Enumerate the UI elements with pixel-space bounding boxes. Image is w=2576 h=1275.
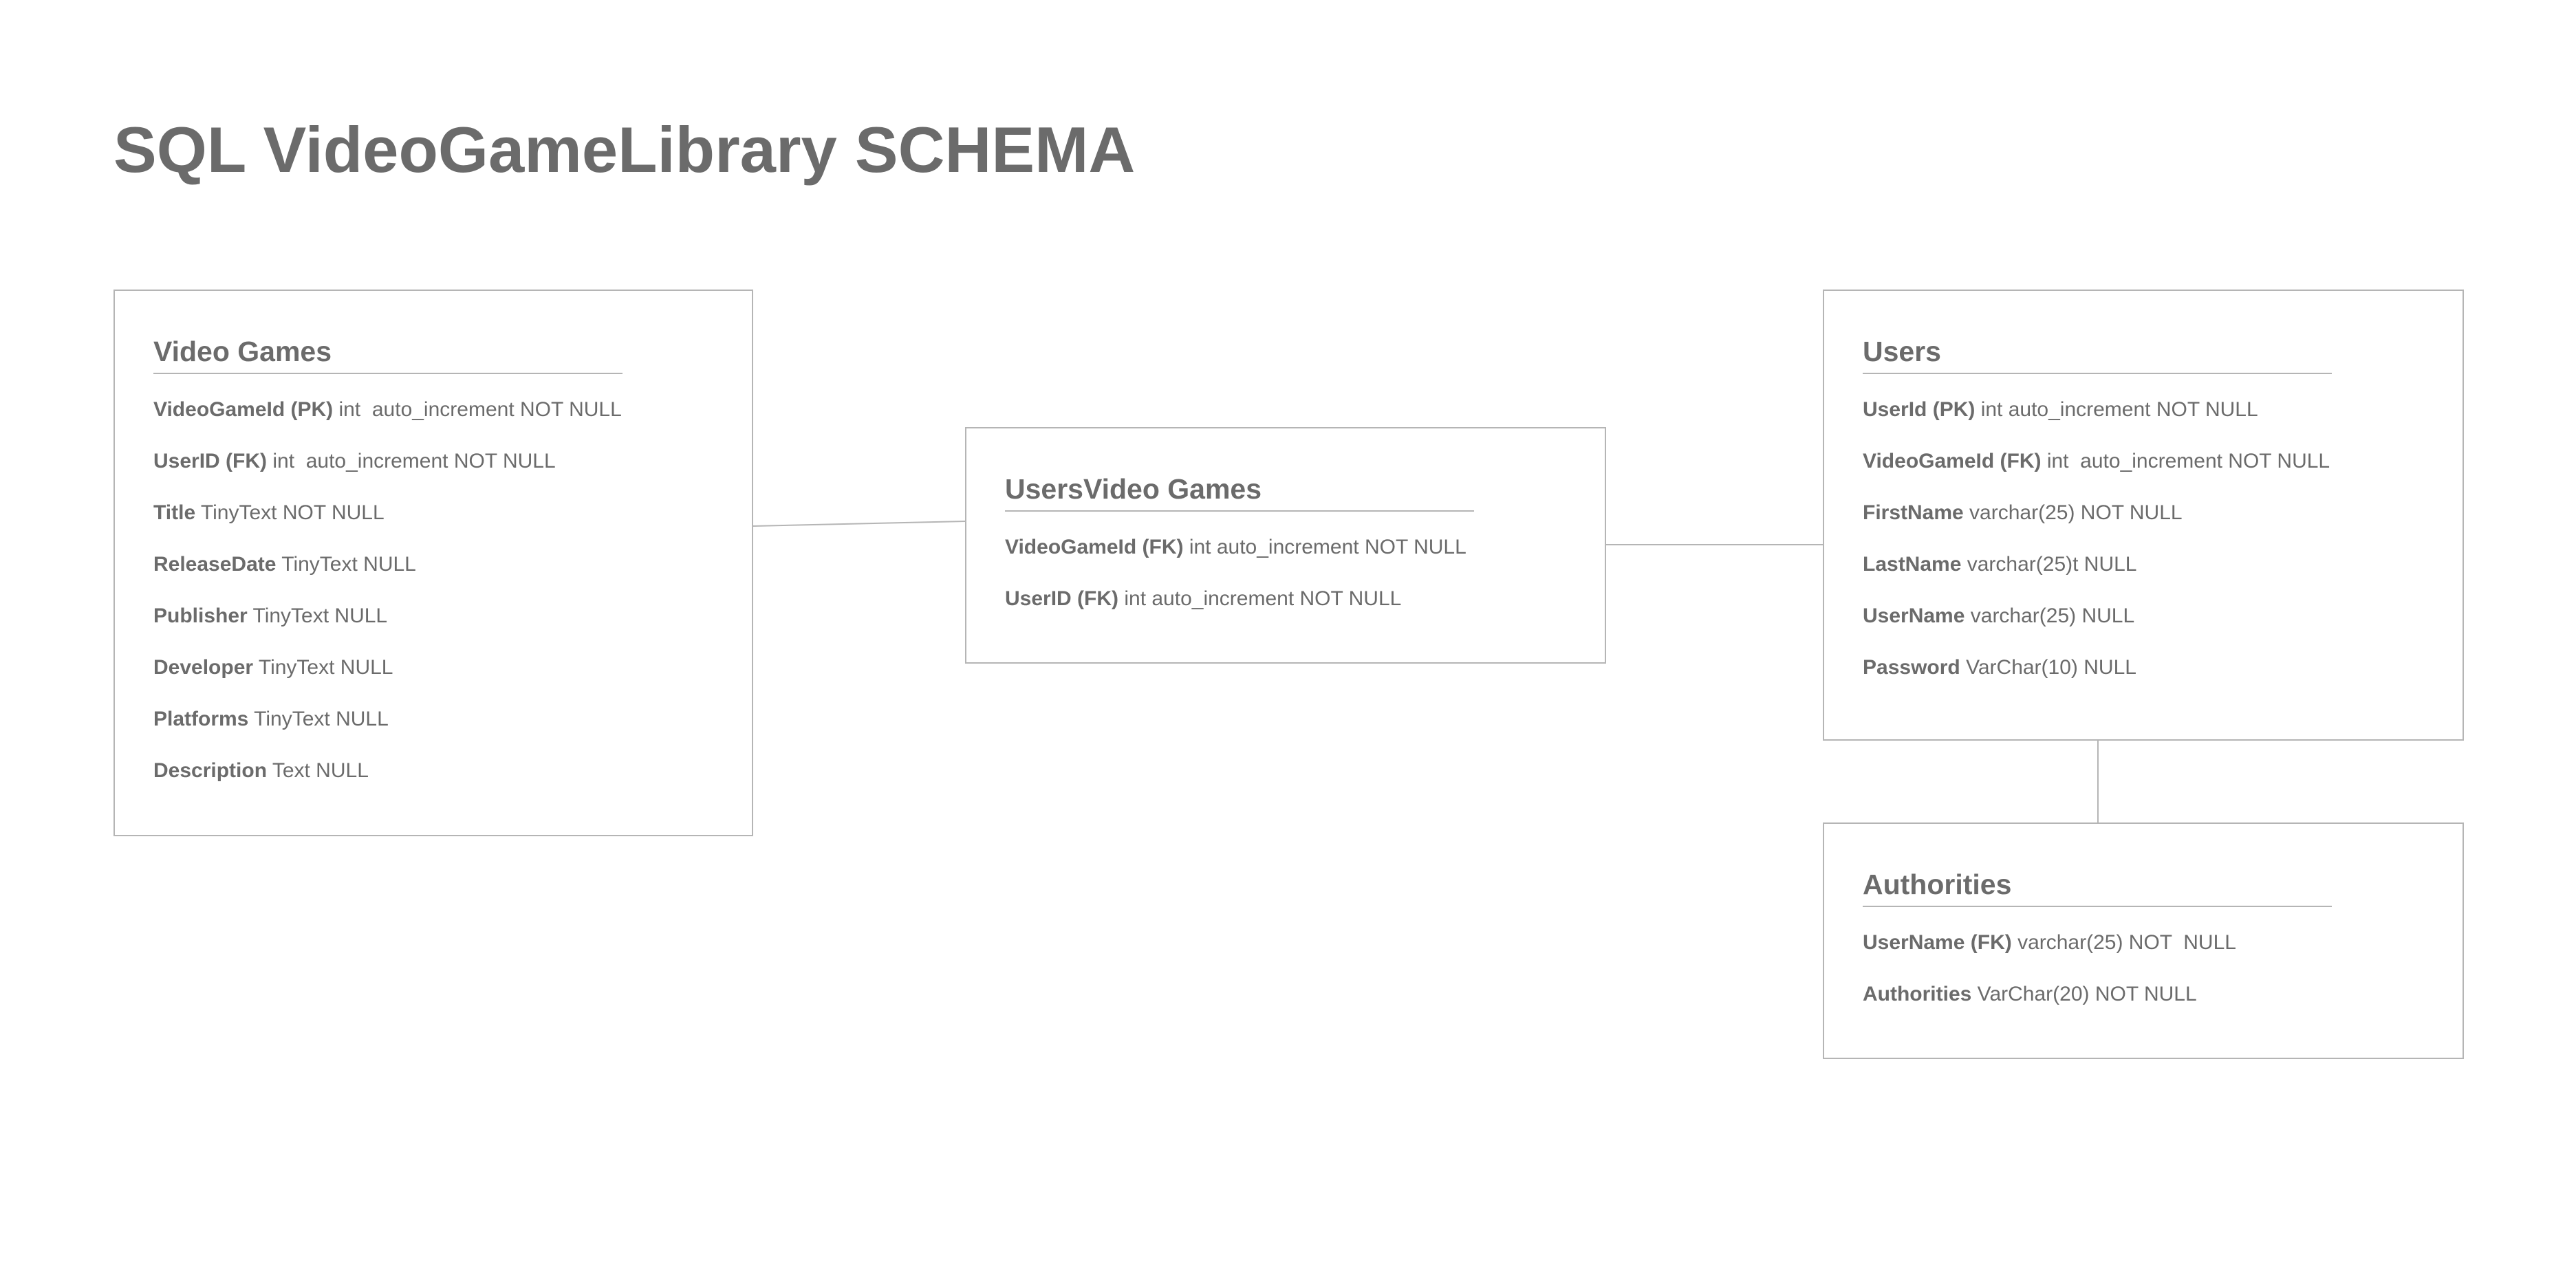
- table-authorities: Authorities UserName (FK) varchar(25) NO…: [1823, 822, 2464, 1059]
- field-row: Authorities VarChar(20) NOT NULL: [1863, 968, 2424, 1020]
- field-type: int auto_increment NOT NULL: [267, 450, 556, 473]
- field-name: Publisher: [153, 604, 248, 628]
- field-row: UserName (FK) varchar(25) NOT NULL: [1863, 917, 2424, 968]
- table-title: Users: [1863, 335, 2332, 375]
- table-title: Video Games: [153, 335, 623, 375]
- field-row: VideoGameId (FK) int auto_increment NOT …: [1005, 521, 1566, 573]
- field-type: int auto_increment NOT NULL: [1118, 587, 1402, 611]
- field-name: LastName: [1863, 553, 1962, 576]
- field-type: TinyText NULL: [253, 656, 393, 679]
- field-name: UserName (FK): [1863, 931, 2012, 955]
- field-name: Password: [1863, 656, 1960, 679]
- field-type: varchar(25) NOT NULL: [2011, 931, 2236, 955]
- field-name: VideoGameId (PK): [153, 398, 334, 422]
- field-name: VideoGameId (FK): [1863, 450, 2042, 473]
- field-type: varchar(25) NOT NULL: [1963, 501, 2183, 525]
- field-row: Developer TinyText NULL: [153, 642, 713, 693]
- field-name: VideoGameId (FK): [1005, 536, 1184, 559]
- field-row: UserName varchar(25) NULL: [1863, 590, 2424, 642]
- table-video-games: Video Games VideoGameId (PK) int auto_in…: [113, 290, 753, 836]
- field-name: FirstName: [1863, 501, 1964, 525]
- field-type: varchar(25)t NULL: [1961, 553, 2137, 576]
- connector-videogames-usersvideogames: [753, 521, 966, 527]
- field-row: VideoGameId (PK) int auto_increment NOT …: [153, 384, 713, 435]
- field-type: TinyText NOT NULL: [195, 501, 385, 525]
- field-name: UserName: [1863, 604, 1965, 628]
- field-row: UserID (FK) int auto_increment NOT NULL: [153, 435, 713, 487]
- field-name: Title: [153, 501, 196, 525]
- field-type: Text NULL: [267, 759, 369, 783]
- field-name: Developer: [153, 656, 254, 679]
- table-title: UsersVideo Games: [1005, 472, 1474, 512]
- field-type: VarChar(20) NOT NULL: [1971, 983, 2197, 1006]
- field-row: UserID (FK) int auto_increment NOT NULL: [1005, 573, 1566, 624]
- field-row: ReleaseDate TinyText NULL: [153, 538, 713, 590]
- field-name: ReleaseDate: [153, 553, 277, 576]
- field-type: TinyText NULL: [247, 604, 388, 628]
- field-name: Authorities: [1863, 983, 1972, 1006]
- field-name: Platforms: [153, 708, 249, 731]
- field-name: UserId (PK): [1863, 398, 1976, 422]
- field-row: LastName varchar(25)t NULL: [1863, 538, 2424, 590]
- field-type: TinyText NULL: [248, 708, 389, 731]
- field-name: UserID (FK): [153, 450, 268, 473]
- table-title: Authorities: [1863, 868, 2332, 908]
- field-row: Password VarChar(10) NULL: [1863, 642, 2424, 693]
- field-type: int auto_increment NOT NULL: [1183, 536, 1466, 559]
- field-type: varchar(25) NULL: [1965, 604, 2135, 628]
- field-type: int auto_increment NOT NULL: [333, 398, 622, 422]
- field-name: Description: [153, 759, 268, 783]
- page-title: SQL VideoGameLibrary SCHEMA: [113, 113, 1136, 186]
- field-row: FirstName varchar(25) NOT NULL: [1863, 487, 2424, 538]
- field-row: Description Text NULL: [153, 745, 713, 796]
- field-type: int auto_increment NOT NULL: [1975, 398, 2258, 422]
- table-users: Users UserId (PK) int auto_increment NOT…: [1823, 290, 2464, 741]
- field-row: Platforms TinyText NULL: [153, 693, 713, 745]
- field-row: UserId (PK) int auto_increment NOT NULL: [1863, 384, 2424, 435]
- field-name: UserID (FK): [1005, 587, 1119, 611]
- field-type: int auto_increment NOT NULL: [2041, 450, 2330, 473]
- field-row: Publisher TinyText NULL: [153, 590, 713, 642]
- field-type: VarChar(10) NULL: [1960, 656, 2136, 679]
- table-users-video-games: UsersVideo Games VideoGameId (FK) int au…: [965, 427, 1606, 664]
- field-row: VideoGameId (FK) int auto_increment NOT …: [1863, 435, 2424, 487]
- field-row: Title TinyText NOT NULL: [153, 487, 713, 538]
- field-type: TinyText NULL: [276, 553, 416, 576]
